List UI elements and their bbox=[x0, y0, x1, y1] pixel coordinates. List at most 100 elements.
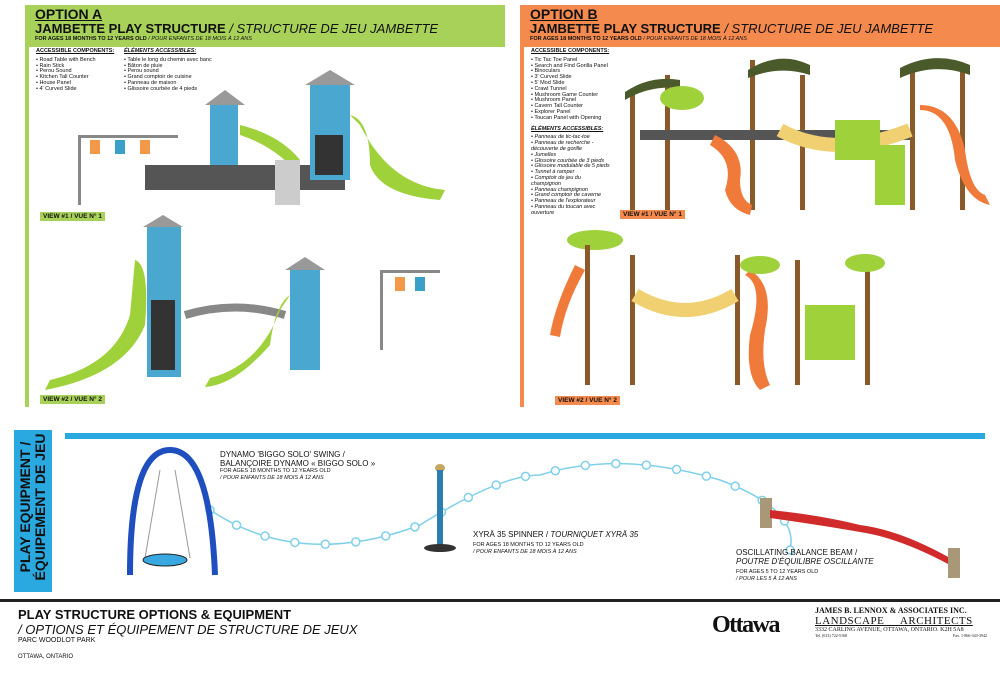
component-item: • Perou Sound bbox=[36, 68, 72, 75]
path-dot bbox=[520, 471, 531, 482]
path-dot bbox=[785, 545, 795, 555]
path-dot bbox=[290, 537, 300, 548]
path-dot bbox=[380, 531, 391, 541]
component-item: • Grand comptoir de caverne bbox=[531, 192, 602, 199]
ages-en: FOR AGES 18 MONTHS TO 12 YEARS OLD bbox=[35, 36, 147, 42]
footer-title-block: PLAY STRUCTURE OPTIONS & EQUIPMENT / OPT… bbox=[18, 607, 357, 660]
components-fr-heading: ÉLÉMENTS ACCESSIBLES: bbox=[124, 48, 197, 54]
option-a-title: JAMBETTE PLAY STRUCTURE / STRUCTURE DE J… bbox=[35, 22, 495, 36]
component-item: • Panneau de tic-tac-toe bbox=[531, 134, 590, 141]
component-item: • Table le long du chemin avec banc bbox=[124, 56, 212, 63]
option-a-label: OPTION A bbox=[35, 6, 103, 22]
component-item: • Bâton de pluie bbox=[124, 62, 163, 69]
component-item: • Tic Tac Toe Panel bbox=[531, 56, 578, 63]
component-item: • Mushroom Panel bbox=[531, 97, 577, 104]
path-dot bbox=[671, 464, 682, 475]
swing-name: DYNAMO 'BIGGO SOLO' SWING / bbox=[220, 450, 345, 459]
firm-name: JAMES B. LENNOX & ASSOCIATES INC. bbox=[815, 606, 967, 615]
path-dot bbox=[701, 471, 712, 481]
play-equipment-title-text: PLAY EQUIPMENT / ÉQUIPEMENT DE JEU bbox=[17, 433, 48, 581]
swing-info: DYNAMO 'BIGGO SOLO' SWING / BALANÇOIRE D… bbox=[220, 450, 375, 481]
component-item: • Glissoire courbée de 4 pieds bbox=[124, 85, 198, 92]
component-item: • Cavern Tall Counter bbox=[531, 103, 583, 110]
swing-ages: FOR AGES 18 MONTHS TO 12 YEARS OLD bbox=[220, 468, 331, 474]
component-item: • Crawl Tunnel bbox=[531, 85, 567, 92]
option-a-components: ACCESSIBLE COMPONENTS: • Road Table with… bbox=[36, 48, 121, 93]
component-item: • Grand comptoir de cuisine bbox=[124, 74, 192, 81]
spinner-ages: FOR AGES 18 MONTHS TO 12 YEARS OLD bbox=[473, 542, 584, 548]
option-b-view1-label: VIEW #1 / VUE N° 1 bbox=[620, 210, 685, 219]
title-en: JAMBETTE PLAY STRUCTURE bbox=[530, 21, 721, 36]
component-item: • Perou sound bbox=[124, 68, 159, 75]
components-heading: ACCESSIBLE COMPONENTS: bbox=[531, 48, 610, 54]
title-fr: / STRUCTURE DE JEU JAMBETTE bbox=[724, 21, 934, 36]
beam-ages-fr: / POUR LES 5 À 12 ANS bbox=[736, 575, 797, 582]
title-fr: / STRUCTURE DE JEU JAMBETTE bbox=[229, 21, 439, 36]
city: OTTAWA, ONTARIO bbox=[18, 654, 73, 660]
title-en: JAMBETTE PLAY STRUCTURE bbox=[35, 21, 226, 36]
swing-name-fr: BALANÇOIRE DYNAMO « BIGGO SOLO » bbox=[220, 459, 376, 468]
ages-fr: / POUR ENFANTS DE 18 MOIS À 12 ANS bbox=[643, 36, 747, 42]
option-a-view1-label: VIEW #1 / VUE N° 1 bbox=[40, 212, 105, 221]
option-a-view2-label: VIEW #2 / VUE N° 2 bbox=[40, 395, 105, 404]
option-a-components-fr: ÉLÉMENTS ACCESSIBLES: • Table le long du… bbox=[124, 48, 224, 93]
path-dot bbox=[320, 539, 331, 550]
park-name: PARC WOODLOT PARK bbox=[18, 637, 96, 644]
spinner-name-fr: TOURNIQUET XYRÄ 35 bbox=[550, 530, 639, 539]
component-item: • Glissoire modulable de 5 pieds bbox=[531, 163, 610, 170]
option-a-view2-illustration bbox=[45, 215, 440, 390]
component-item: • Toucan Panel with Opening bbox=[531, 114, 602, 121]
path-dot bbox=[730, 481, 740, 491]
component-item: • House Panel bbox=[36, 79, 71, 86]
ottawa-logo: Ottawa bbox=[712, 612, 780, 638]
component-item: • Panneau de maison bbox=[124, 79, 177, 86]
component-item: • Mushroom Game Counter bbox=[531, 91, 599, 98]
path-dot bbox=[350, 537, 361, 547]
component-item: • 5' Mod Slide bbox=[531, 79, 565, 86]
component-item: • Comptoir de jeu du champignon bbox=[531, 174, 581, 187]
option-b-stripe bbox=[520, 47, 524, 407]
component-item: • Panneau de l'explorateur bbox=[531, 198, 596, 205]
path-dot bbox=[580, 460, 591, 471]
spinner-info: XYRÄ 35 SPINNER / TOURNIQUET XYRÄ 35 FOR… bbox=[473, 530, 638, 555]
spinner-ages-fr: / POUR ENFANTS DE 18 MOIS À 12 ANS bbox=[473, 548, 577, 555]
components-fr-heading: ÉLÉMENTS ACCESSIBLES: bbox=[531, 125, 604, 132]
path-dot bbox=[550, 466, 561, 476]
beam-ages: FOR AGES 5 TO 12 YEARS OLD bbox=[736, 569, 819, 575]
firm-fax: Fax. 1-866-343-3942 bbox=[953, 633, 987, 638]
option-b-ages: FOR AGES 18 MONTHS TO 12 YEARS OLD / POU… bbox=[530, 36, 990, 43]
spinner-name: XYRÄ 35 SPINNER / bbox=[473, 530, 551, 539]
component-item: • Jumelles bbox=[531, 151, 557, 158]
ages-fr: / POUR ENFANTS DE 18 MOIS À 12 ANS bbox=[148, 36, 252, 42]
component-item: • Glissoire courbée de 3 pieds bbox=[531, 157, 605, 164]
path-dot bbox=[231, 520, 242, 530]
path-dot bbox=[611, 458, 621, 469]
option-a-header: OPTION A JAMBETTE PLAY STRUCTURE / STRUC… bbox=[25, 5, 505, 47]
firm-sub: LANDSCAPE ARCHITECTS bbox=[815, 615, 973, 627]
option-b-view2-illustration bbox=[550, 230, 885, 390]
swing-ages-fr: / POUR ENFANTS DE 18 MOIS À 12 ANS bbox=[220, 474, 324, 481]
section-divider bbox=[65, 433, 985, 439]
path-dot bbox=[410, 522, 420, 532]
component-item: • Rain Stick bbox=[36, 62, 65, 69]
path-dot bbox=[463, 492, 474, 503]
option-b-title: JAMBETTE PLAY STRUCTURE / STRUCTURE DE J… bbox=[530, 22, 990, 36]
option-b-view1-illustration bbox=[625, 58, 990, 215]
beam-info: OSCILLATING BALANCE BEAM / POUTRE D'ÉQUI… bbox=[736, 548, 874, 582]
firm-tel: Tel. (613) 722-5168 bbox=[815, 633, 848, 638]
option-a-stripe bbox=[25, 47, 29, 407]
firm-address: 3332 CARLING AVENUE, OTTAWA, ONTARIO. K2… bbox=[815, 627, 964, 633]
firm-block: JAMES B. LENNOX & ASSOCIATES INC. LANDSC… bbox=[815, 606, 987, 638]
path-dot bbox=[641, 460, 652, 470]
ages-en: FOR AGES 18 MONTHS TO 12 YEARS OLD bbox=[530, 36, 642, 42]
component-item: • Panneau champignon bbox=[531, 186, 588, 193]
firm-contact: Tel. (613) 722-5168 Fax. 1-866-343-3942 bbox=[815, 633, 987, 638]
component-item: • Kitchen Tall Counter bbox=[36, 74, 89, 81]
components-heading: ACCESSIBLE COMPONENTS: bbox=[36, 48, 115, 54]
beam-name-fr: POUTRE D'ÉQUILIBRE OSCILLANTE bbox=[736, 557, 874, 566]
sheet-title-fr: / OPTIONS ET ÉQUIPEMENT DE STRUCTURE DE … bbox=[18, 622, 358, 637]
sheet-title: PLAY STRUCTURE OPTIONS & EQUIPMENT bbox=[18, 607, 292, 622]
play-equipment-title: PLAY EQUIPMENT / ÉQUIPEMENT DE JEU bbox=[14, 430, 52, 592]
component-item: • Explorer Panel bbox=[531, 108, 571, 115]
component-item: • Search and Find Gorilla Panel bbox=[531, 62, 608, 69]
